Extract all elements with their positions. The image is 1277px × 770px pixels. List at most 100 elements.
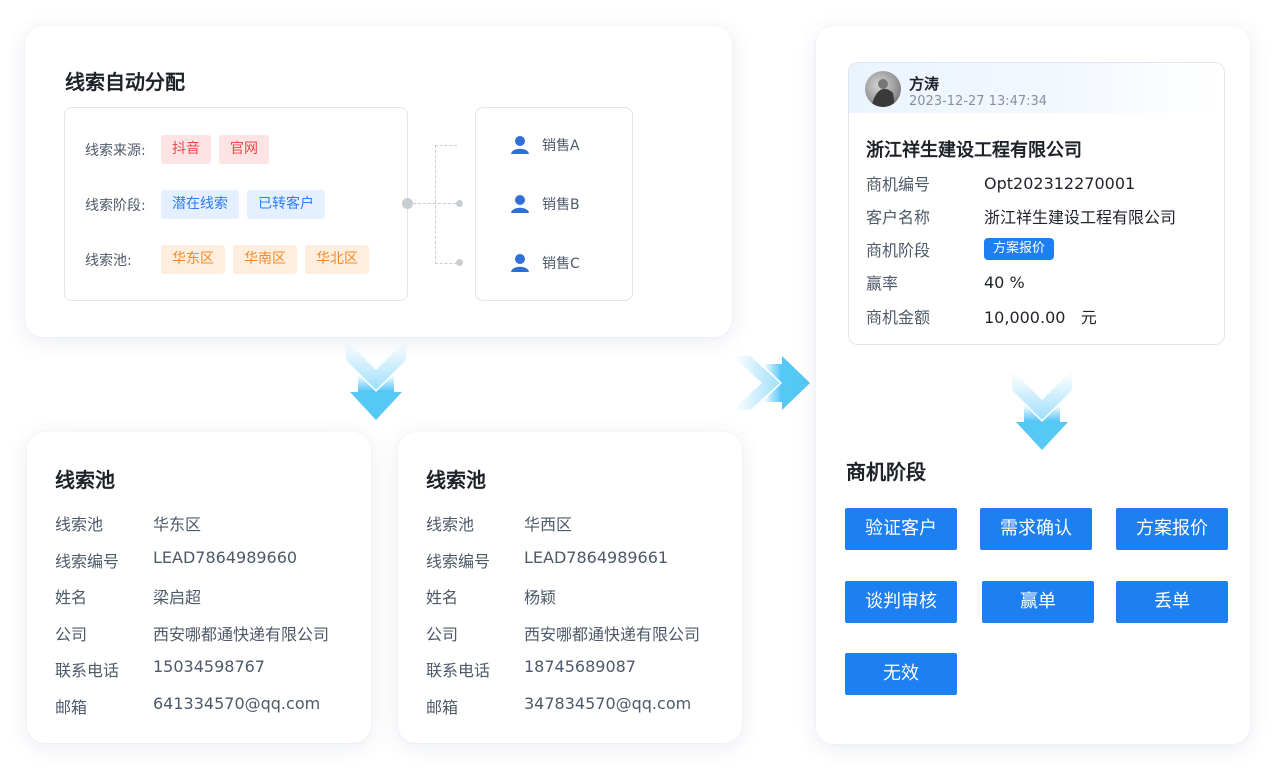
field-value: 641334570@qq.com bbox=[153, 694, 321, 713]
field-value: 40 % bbox=[984, 272, 1025, 292]
tag-north-region[interactable]: 华北区 bbox=[305, 245, 369, 274]
stage-button-lost[interactable]: 丢单 bbox=[1116, 581, 1228, 623]
field-label: 公司 bbox=[55, 625, 88, 644]
user-icon bbox=[511, 254, 529, 272]
rule-row-stage: 线索阶段: 潜在线索 已转客户 bbox=[85, 190, 333, 219]
connector-dot bbox=[456, 259, 463, 266]
stage-button-negotiation[interactable]: 谈判审核 bbox=[845, 581, 957, 623]
sales-list: 销售A 销售B 销售C bbox=[475, 107, 633, 301]
field-row: 线索编号 LEAD7864989661 bbox=[426, 548, 668, 572]
sales-name: 销售B bbox=[542, 197, 580, 213]
field-label: 客户名称 bbox=[866, 208, 931, 227]
field-label: 联系电话 bbox=[55, 661, 120, 680]
sales-item[interactable]: 销售A bbox=[510, 135, 580, 155]
field-label: 赢率 bbox=[866, 274, 899, 293]
stage-button-won[interactable]: 赢单 bbox=[982, 581, 1094, 623]
user-icon bbox=[511, 136, 529, 154]
arrow-right-icon bbox=[732, 356, 810, 410]
stage-badge: 方案报价 bbox=[984, 238, 1055, 260]
tag-douyin[interactable]: 抖音 bbox=[161, 135, 211, 164]
field-row: 线索池 华东区 bbox=[55, 511, 201, 535]
field-label: 商机编号 bbox=[866, 175, 931, 194]
field-label: 邮箱 bbox=[426, 698, 459, 717]
opportunity-header: 方涛 2023-12-27 13:47:34 bbox=[849, 63, 1224, 113]
field-label: 线索编号 bbox=[55, 552, 120, 571]
field-label: 公司 bbox=[426, 625, 459, 644]
rule-label: 线索池: bbox=[85, 252, 132, 269]
field-value: 华东区 bbox=[153, 515, 202, 534]
connector-dot bbox=[456, 200, 463, 207]
field-row: 客户名称 浙江祥生建设工程有限公司 bbox=[866, 204, 1176, 228]
field-row: 线索池 华西区 bbox=[426, 511, 572, 535]
timestamp: 2023-12-27 13:47:34 bbox=[909, 94, 1048, 109]
field-value: 18745689087 bbox=[524, 657, 636, 676]
field-row: 赢率 40 % bbox=[866, 270, 1025, 294]
owner-name: 方涛 bbox=[909, 75, 940, 93]
lead-auto-assign-card: 线索自动分配 线索来源: 抖音 官网 线索阶段: 潜在线索 已转客户 线索池: … bbox=[25, 26, 732, 337]
field-label: 商机金额 bbox=[866, 308, 931, 327]
field-row: 姓名 杨颖 bbox=[426, 584, 556, 608]
field-label: 姓名 bbox=[55, 588, 88, 607]
tag-website[interactable]: 官网 bbox=[219, 135, 269, 164]
field-label: 线索编号 bbox=[426, 552, 491, 571]
opportunity-card[interactable]: 方涛 2023-12-27 13:47:34 浙江祥生建设工程有限公司 商机编号… bbox=[848, 62, 1225, 345]
tag-potential-lead[interactable]: 潜在线索 bbox=[161, 190, 239, 219]
field-row: 邮箱 347834570@qq.com bbox=[426, 694, 691, 718]
card-title: 线索自动分配 bbox=[65, 70, 185, 94]
field-label: 姓名 bbox=[426, 588, 459, 607]
rule-label: 线索来源: bbox=[85, 142, 146, 159]
field-value: 西安哪都通快递有限公司 bbox=[153, 625, 330, 644]
stage-button-invalid[interactable]: 无效 bbox=[845, 653, 957, 695]
tag-south-region[interactable]: 华南区 bbox=[233, 245, 297, 274]
field-value: 杨颖 bbox=[524, 588, 557, 607]
avatar bbox=[865, 71, 901, 107]
field-row: 商机编号 Opt202312270001 bbox=[866, 171, 1135, 195]
card-title: 线索池 bbox=[55, 468, 115, 492]
field-value: 华西区 bbox=[524, 515, 573, 534]
tag-east-region[interactable]: 华东区 bbox=[161, 245, 225, 274]
connector-line bbox=[435, 145, 457, 146]
field-value: 347834570@qq.com bbox=[524, 694, 692, 713]
arrow-down-icon bbox=[1012, 370, 1072, 450]
field-value: 梁启超 bbox=[153, 588, 202, 607]
field-label: 线索池 bbox=[55, 515, 104, 534]
stage-section-title: 商机阶段 bbox=[846, 460, 926, 484]
connector-line bbox=[435, 145, 436, 264]
rule-row-pool: 线索池: 华东区 华南区 华北区 bbox=[85, 245, 377, 274]
field-label: 联系电话 bbox=[426, 661, 491, 680]
assignment-rules: 线索来源: 抖音 官网 线索阶段: 潜在线索 已转客户 线索池: 华东区 华南区… bbox=[64, 107, 408, 301]
opportunity-panel: 方涛 2023-12-27 13:47:34 浙江祥生建设工程有限公司 商机编号… bbox=[816, 26, 1250, 744]
field-row: 商机阶段 方案报价 bbox=[866, 237, 1055, 261]
stage-button-quotation[interactable]: 方案报价 bbox=[1116, 508, 1228, 550]
stage-button-verify-customer[interactable]: 验证客户 bbox=[845, 508, 957, 550]
field-label: 线索池 bbox=[426, 515, 475, 534]
connector-origin-dot bbox=[402, 198, 413, 209]
sales-name: 销售C bbox=[542, 256, 580, 272]
stage-button-requirement-confirm[interactable]: 需求确认 bbox=[980, 508, 1092, 550]
field-value: Opt202312270001 bbox=[984, 173, 1136, 193]
field-value: LEAD7864989661 bbox=[524, 548, 669, 567]
field-label: 商机阶段 bbox=[866, 241, 931, 260]
field-row: 商机金额 10,000.00 元 bbox=[866, 304, 1097, 328]
sales-item[interactable]: 销售C bbox=[510, 253, 580, 273]
connector-line bbox=[413, 203, 461, 204]
field-value: 浙江祥生建设工程有限公司 bbox=[984, 208, 1177, 227]
rule-label: 线索阶段: bbox=[85, 197, 146, 214]
tag-converted-customer[interactable]: 已转客户 bbox=[247, 190, 325, 219]
sales-name: 销售A bbox=[542, 138, 580, 154]
field-value: 西安哪都通快递有限公司 bbox=[524, 625, 701, 644]
user-icon bbox=[511, 195, 529, 213]
field-row: 公司 西安哪都通快递有限公司 bbox=[426, 621, 700, 645]
arrow-down-icon bbox=[346, 340, 406, 420]
field-row: 联系电话 18745689087 bbox=[426, 657, 636, 681]
card-title: 线索池 bbox=[426, 468, 486, 492]
field-value: 10,000.00 元 bbox=[984, 308, 1097, 327]
sales-item[interactable]: 销售B bbox=[510, 194, 580, 214]
rule-row-source: 线索来源: 抖音 官网 bbox=[85, 135, 277, 164]
field-row: 姓名 梁启超 bbox=[55, 584, 201, 608]
